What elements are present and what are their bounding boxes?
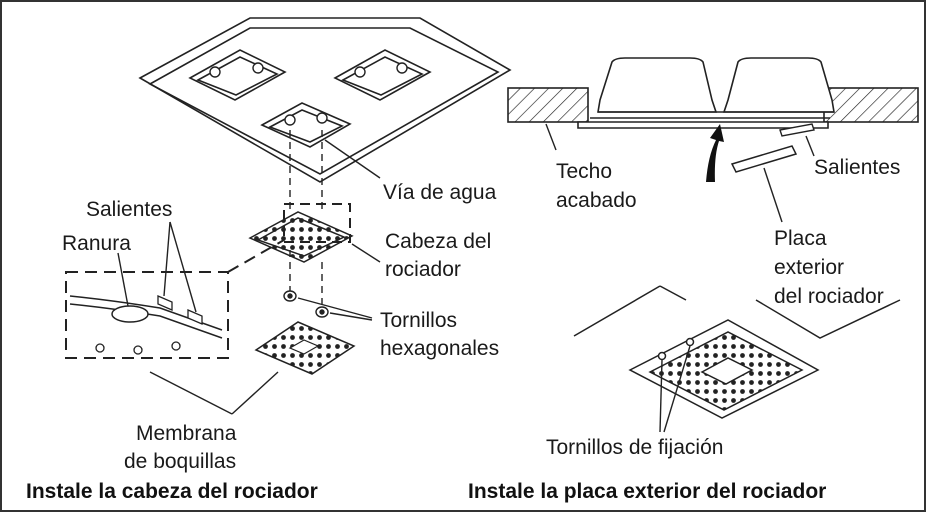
left-caption: Instale la cabeza del rociador xyxy=(26,480,318,503)
label-tornillos-line1: Tornillos xyxy=(380,309,458,332)
head-callout-box xyxy=(283,203,351,243)
label-via-de-agua: Vía de agua xyxy=(383,181,497,204)
label-placa-line2: exterior xyxy=(774,256,845,279)
tornillos-leaders xyxy=(297,297,373,321)
label-techo-line1: Techo xyxy=(556,160,613,183)
ceiling-section xyxy=(507,57,919,129)
exterior-plate-piece xyxy=(730,145,798,173)
installed-plate xyxy=(573,285,901,419)
hex-screws xyxy=(283,290,329,318)
right-caption: Instale la placa exterior del rociador xyxy=(468,480,827,503)
fijacion-leaders xyxy=(659,345,691,433)
guide-lines xyxy=(289,130,323,307)
membrane-center xyxy=(288,339,320,355)
label-membrana-line1: Membrana xyxy=(136,422,237,445)
up-arrow xyxy=(706,124,724,182)
label-salientes-right: Salientes xyxy=(814,156,901,179)
label-membrana-line2: de boquillas xyxy=(124,450,237,473)
membrana-leaders xyxy=(149,371,279,415)
cabeza-leader xyxy=(351,243,381,263)
via-de-agua-leader xyxy=(324,139,381,179)
detail-box xyxy=(65,239,285,359)
label-cabeza-line2: rociador xyxy=(385,258,461,281)
sprinkler-head xyxy=(248,211,354,263)
label-cabeza-line1: Cabeza del xyxy=(385,230,492,253)
label-tornillos-line2: hexagonales xyxy=(380,337,500,360)
tile-screws xyxy=(209,62,408,126)
label-placa-line3: del rociador xyxy=(774,285,884,308)
label-tornillos-fijacion: Tornillos de fijación xyxy=(546,436,724,459)
label-salientes-left: Salientes xyxy=(86,198,173,221)
ceiling-tiles xyxy=(138,17,512,183)
label-placa-line1: Placa xyxy=(774,227,827,250)
plate-tab xyxy=(779,123,815,137)
detail-leaders xyxy=(117,221,197,313)
label-techo-line2: acabado xyxy=(556,189,637,212)
right-leaders xyxy=(545,123,815,223)
label-ranura: Ranura xyxy=(62,232,131,255)
